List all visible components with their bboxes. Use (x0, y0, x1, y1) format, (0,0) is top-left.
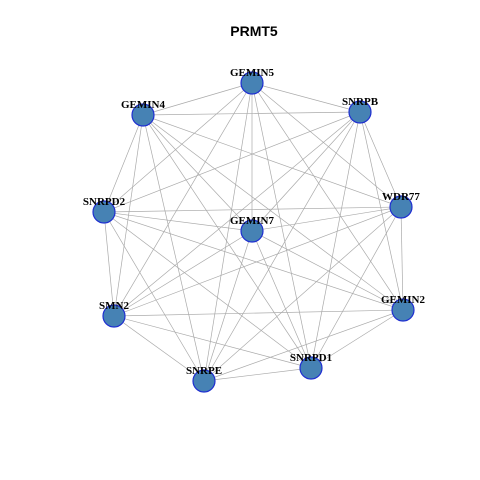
edge-gemin2-snrpe (203, 309, 404, 382)
edge-snrpd2-gemin7 (103, 211, 253, 232)
edge-gemin5-gemin4 (142, 82, 253, 116)
node-wdr77 (389, 195, 413, 219)
node-label-gemin5: GEMIN5 (230, 67, 275, 79)
edge-snrpb-gemin4 (142, 111, 361, 116)
node-label-snrpb: SNRPB (342, 96, 379, 108)
edge-gemin4-wdr77 (142, 114, 402, 208)
edge-wdr77-gemin7 (251, 206, 402, 232)
edge-gemin4-gemin2 (142, 114, 404, 311)
node-snrpb (348, 100, 372, 124)
edge-gemin7-snrpd1 (251, 230, 312, 369)
node-snrpe (192, 369, 216, 393)
edge-wdr77-snrpe (203, 206, 402, 382)
node-smn2 (102, 304, 126, 328)
diagram-title: PRMT5 (230, 23, 278, 39)
edge-gemin4-snrpd2 (103, 114, 144, 213)
edge-gemin7-snrpe (203, 230, 253, 382)
node-layer (92, 71, 415, 393)
edge-gemin5-snrpd2 (103, 82, 253, 213)
edge-snrpb-smn2 (113, 111, 361, 317)
node-label-snrpd2: SNRPD2 (83, 196, 126, 208)
edge-layer (103, 82, 404, 382)
edge-gemin4-snrpe (142, 114, 205, 382)
edge-snrpd2-gemin2 (103, 211, 404, 311)
node-gemin7 (240, 219, 264, 243)
node-label-smn2: SMN2 (99, 300, 129, 312)
edge-snrpb-snrpd1 (310, 111, 361, 369)
node-gemin5 (240, 71, 264, 95)
edge-wdr77-snrpd1 (310, 206, 402, 369)
node-label-snrpd1: SNRPD1 (290, 352, 332, 364)
edge-gemin4-gemin7 (142, 114, 253, 232)
node-gemin2 (391, 298, 415, 322)
edge-gemin5-wdr77 (251, 82, 402, 208)
edge-snrpd1-snrpe (203, 367, 312, 382)
edge-gemin7-smn2 (113, 230, 253, 317)
edge-snrpb-gemin2 (359, 111, 404, 311)
edge-snrpd2-snrpd1 (103, 211, 312, 369)
edge-gemin2-smn2 (113, 309, 404, 317)
node-snrpd2 (92, 200, 116, 224)
edge-gemin5-gemin2 (251, 82, 404, 311)
edge-smn2-snrpd1 (113, 315, 312, 369)
edge-wdr77-gemin2 (400, 206, 404, 311)
edge-wdr77-snrpd2 (103, 206, 402, 213)
node-label-gemin7: GEMIN7 (230, 215, 275, 227)
edge-gemin5-snrpd1 (251, 82, 312, 369)
edge-gemin5-snrpe (203, 82, 253, 382)
node-label-gemin2: GEMIN2 (381, 294, 426, 306)
node-gemin4 (131, 103, 155, 127)
edge-gemin2-snrpd1 (310, 309, 404, 369)
node-label-wdr77: WDR77 (382, 191, 420, 203)
node-label-gemin4: GEMIN4 (121, 99, 166, 111)
edge-gemin5-snrpb (251, 82, 361, 113)
node-label-snrpe: SNRPE (186, 365, 222, 377)
edge-smn2-snrpe (113, 315, 205, 382)
edge-wdr77-smn2 (113, 206, 402, 317)
edge-gemin7-gemin2 (251, 230, 404, 311)
edge-snrpb-gemin7 (251, 111, 361, 232)
edge-snrpb-wdr77 (359, 111, 402, 208)
edge-snrpb-snrpd2 (103, 111, 361, 213)
edge-snrpd2-snrpe (103, 211, 205, 382)
edge-gemin5-smn2 (113, 82, 253, 317)
edge-gemin4-snrpd1 (142, 114, 312, 369)
edge-gemin4-smn2 (113, 114, 144, 317)
edge-snrpd2-smn2 (103, 211, 115, 317)
node-snrpd1 (299, 356, 323, 380)
